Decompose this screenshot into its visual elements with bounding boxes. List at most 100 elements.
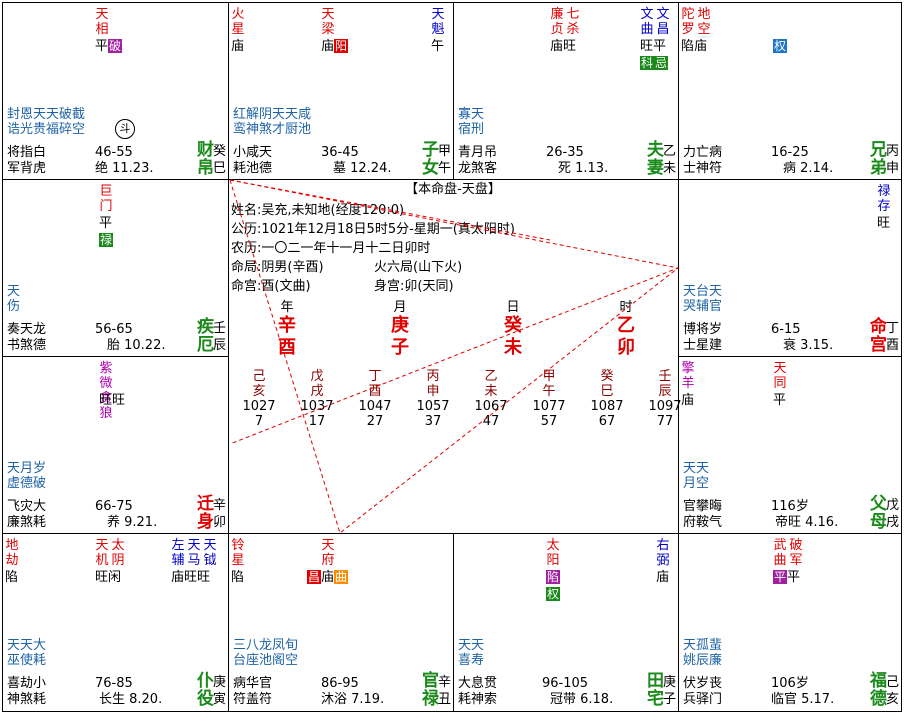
shensha-row1: 奏天龙: [7, 322, 47, 337]
age-range: 116岁: [771, 499, 809, 514]
shensha-row2: 士神符: [683, 161, 723, 176]
palace-you[interactable]: 禄存 旺 天台天哭辅官 博将岁 6-15 士星建 衰 3.15. 命宫 丁酉: [678, 179, 902, 357]
age-range: 66-75: [95, 499, 133, 514]
star-lucun: 禄存: [877, 184, 891, 214]
star-bright-row: 平破: [95, 39, 123, 54]
palace-stem: 甲午: [437, 144, 451, 176]
brightness: 午: [431, 39, 445, 54]
dayun-year: 1057: [416, 399, 450, 414]
minor-stars: 三八龙凤旬台座池阁空: [233, 638, 299, 668]
shensha-row2: 耗神索: [458, 692, 498, 707]
palace-xu[interactable]: 擎羊 庙 天同 平 天天月空 官攀晦 116岁 府鞍气 帝旺 4.16. 父母 …: [678, 356, 902, 534]
minor-line: 诰光贵福碎空: [7, 122, 86, 137]
star-glyphs: 地空: [697, 7, 711, 37]
star-glyphs: 紫微: [99, 361, 113, 391]
mingju-line: 命局:阴男(辛酉): [231, 260, 324, 275]
palace-name: 官禄: [422, 671, 439, 709]
palace-yin[interactable]: 地劫 陷 天机太阴 旺闲 左辅天马天钺 庙旺旺 天天大巫使耗 喜劫小 76-85…: [2, 533, 229, 712]
palace-hai[interactable]: 武曲破军 平平 天孤蜚姚辰廉 伏岁丧 106岁 兵驿门 临官 5.17. 福德 …: [678, 533, 902, 712]
dayun-age: 37: [424, 414, 442, 429]
pillar-year: 年 辛 酉: [278, 300, 296, 358]
wuxing-ju: 火六局(山下火): [374, 260, 463, 275]
brightness: 旺: [877, 216, 891, 231]
star-glyphs: 右弼: [656, 538, 670, 568]
solar-date-line: 公历:1021年12月18日5时5分-星期一(真太阳时): [231, 222, 515, 237]
seal-icon: 斗: [115, 119, 135, 139]
stage-date: 墓 12.24.: [333, 161, 392, 176]
lunar-date-line: 农历:一〇二一年十一月十二日卯时: [231, 241, 431, 256]
palace-name: 父母: [870, 494, 887, 532]
shensha-row2: 军背虎: [7, 161, 47, 176]
star-glyphs: 天钺: [203, 538, 217, 568]
shensha-row1: 官攀晦: [683, 499, 723, 514]
dayun-age: 47: [482, 414, 500, 429]
star-dijie: 地劫: [5, 538, 19, 568]
age-range: 6-15: [771, 322, 801, 337]
palace-stem: 壬辰: [212, 321, 226, 353]
palace-zi[interactable]: 太阳 陷 权 右弼 庙 天天喜寿 大息贯 96-105 耗神索 冠带 6.18.…: [453, 533, 679, 712]
minor-stars: 天天月空: [683, 461, 710, 491]
star-tiantong: 天同: [773, 361, 787, 391]
age-range: 106岁: [771, 676, 809, 691]
star-tianji-taiyin: 天机太阴: [95, 538, 125, 568]
palace-chen[interactable]: 巨门 平 禄 天伤 奏天龙 56-65 书煞德 胎 10.22. 疾厄 壬辰: [2, 179, 229, 357]
minor-stars: 天月岁虚德破: [7, 461, 47, 491]
dayun-stem: 丁: [368, 369, 382, 384]
minggong-line: 命宫:酉(文曲): [231, 279, 311, 294]
star-glyphs: 天同: [773, 361, 787, 391]
star-glyphs: 武曲: [773, 538, 787, 568]
brightness-row: 庙旺: [550, 39, 577, 54]
minor-stars: 天天大巫使耗: [7, 638, 47, 668]
dayun-age: 77: [656, 414, 674, 429]
star-glyphs: 贪狼: [99, 391, 113, 421]
pillar-hour: 时 乙 卯: [617, 300, 635, 358]
dayun-branch: 午: [542, 384, 556, 399]
star-glyphs: 火星: [231, 7, 245, 37]
age-range: 16-25: [771, 145, 809, 160]
brightness-row: 平平: [773, 570, 801, 585]
palace-mao[interactable]: 紫微贪狼 旺旺 天月岁虚德破 飞灾大 66-75 廉煞耗 养 9.21. 迁身 …: [2, 356, 229, 534]
palace-shen[interactable]: 陀罗地空 陷庙 权 力亡病 16-25 士神符 病 2.14. 兄弟 丙申: [678, 2, 902, 180]
stage-date: 死 1.13.: [558, 161, 609, 176]
star-glyphs: 左辅: [171, 538, 185, 568]
star-tiankui: 天魁: [431, 7, 445, 37]
dayun-stem: 甲: [542, 369, 556, 384]
shensha-row1: 伏岁丧: [683, 676, 723, 691]
star-glyphs: 太阴: [111, 538, 125, 568]
palace-chou[interactable]: 铃星 陷 天府 昌庙曲 三八龙凤旬台座池阁空 病华官 86-95 符盖符 沐浴 …: [228, 533, 454, 712]
shensha-row2: 廉煞耗: [7, 515, 47, 530]
star-glyphs: 太阳: [546, 538, 560, 568]
palace-name: 仆役: [197, 671, 214, 709]
palace-stem: 戊戌: [885, 498, 899, 530]
palace-si[interactable]: 天相 平破 封恩天天破截 诰光贵福碎空 斗 将指白 46-55 军背虎 绝 11…: [2, 2, 229, 180]
palace-name: 福德: [870, 671, 887, 709]
stage-date: 衰 3.15.: [783, 338, 834, 353]
brightness: 平: [95, 39, 109, 54]
dayun-year: 1027: [242, 399, 276, 414]
dayun-year: 1097: [648, 399, 682, 414]
shensha-row1: 将指白: [7, 145, 47, 160]
dayun-age: 7: [254, 414, 264, 429]
minor-stars: 寡天宿刑: [458, 107, 485, 137]
palace-stem: 乙未: [662, 144, 676, 176]
dayun-branch: 戌: [310, 384, 324, 399]
name-line: 姓名:吴充,未知地(经度120:0): [231, 203, 405, 218]
star-glyphs: 巨门: [99, 184, 113, 214]
dayun-stem: 乙: [484, 369, 498, 384]
pillar-month: 月 庚 子: [391, 300, 409, 358]
dayun-year: 1077: [532, 399, 566, 414]
center-panel: 【本命盘-天盘】 姓名:吴充,未知地(经度120:0) 公历:1021年12月1…: [228, 178, 682, 532]
shensha-row2: 士星建: [683, 338, 723, 353]
palace-wei[interactable]: 廉贞七杀 庙旺 文曲文昌 旺平 科忌 寡天宿刑 青月吊 26-35 龙煞客 死 …: [453, 2, 679, 180]
star-lingxing: 铃星: [231, 538, 245, 568]
star-glyphs: 陀罗: [681, 7, 695, 37]
dayun-branch: 亥: [252, 384, 266, 399]
palace-stem: 丙申: [885, 144, 899, 176]
shensha-row2: 书煞德: [7, 338, 47, 353]
dayun-branch: 酉: [368, 384, 382, 399]
brightness: 平: [773, 393, 787, 408]
shengong-line: 身宫:卯(天同): [374, 279, 454, 294]
palace-wu[interactable]: 火星 庙 天梁 庙阳 天魁 午 红解阴天天咸鸾神煞才厨池 小咸天 36-45 耗…: [228, 2, 454, 180]
